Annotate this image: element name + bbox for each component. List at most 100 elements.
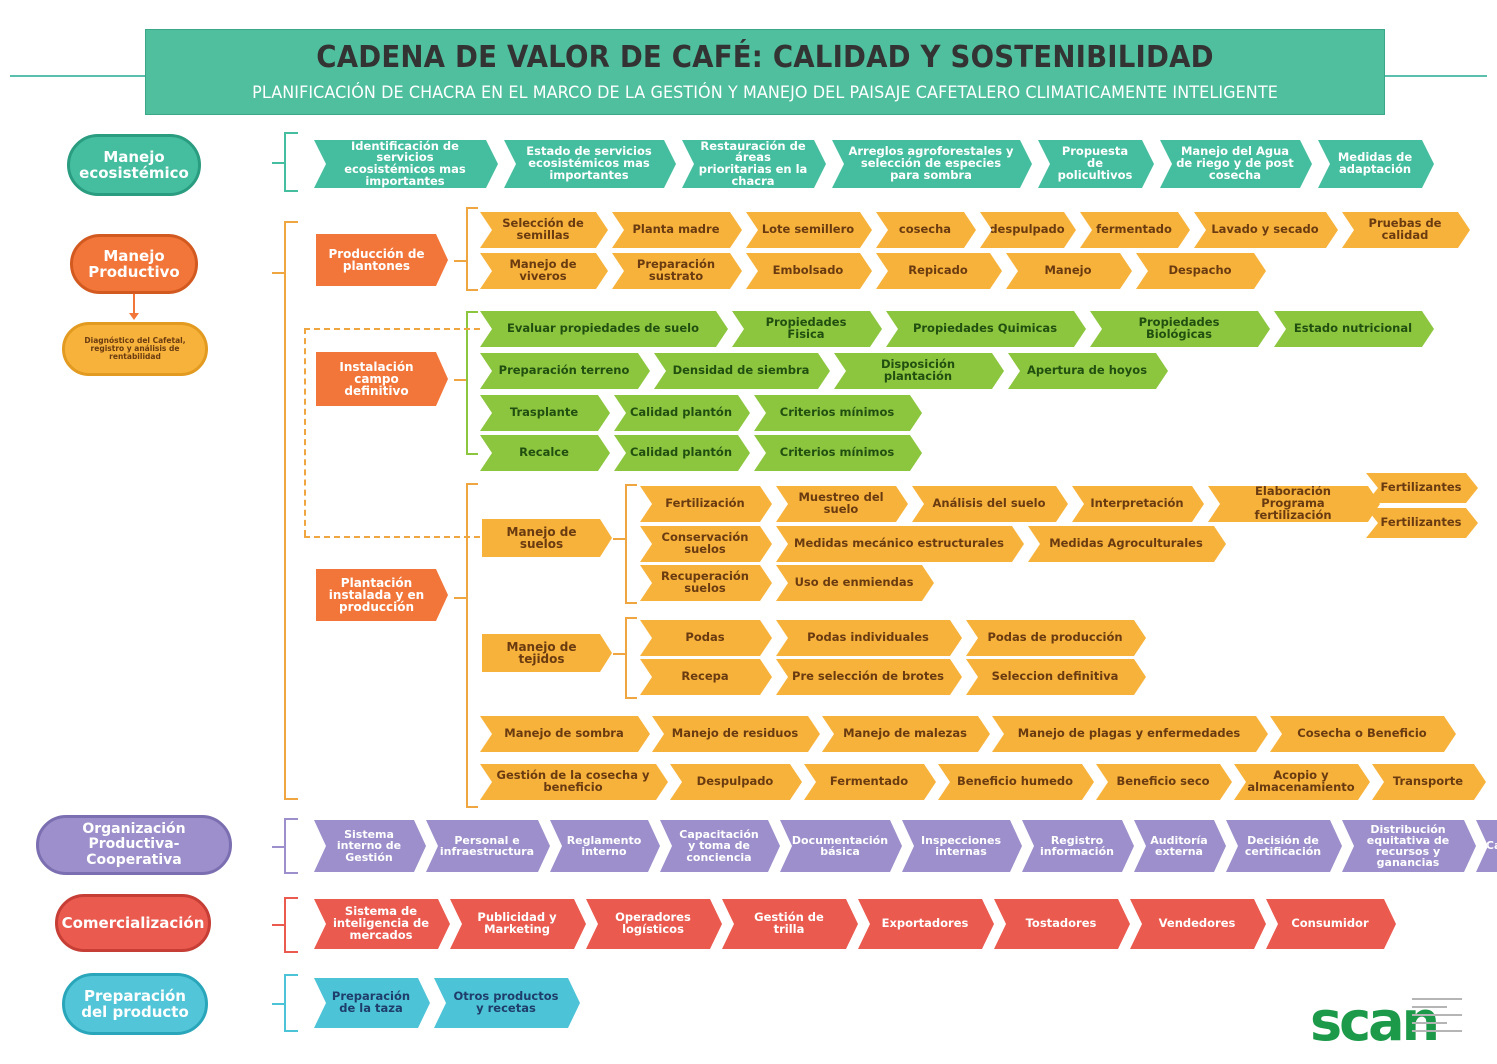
step-recepa: Recepa [640, 659, 772, 695]
step-exportadores: Exportadores [858, 899, 994, 949]
step-lote-semillero: Lote semillero [746, 212, 872, 248]
step-estado-de-servicios-ecosistemicos-mas-im: Estado de servicios ecosistémicos mas im… [504, 140, 676, 188]
step-podas-de-produccion: Podas de producción [966, 620, 1146, 656]
bracket-plantacion [466, 483, 478, 808]
step-recalce: Recalce [480, 435, 610, 471]
step-fertilizantes: Fertilizantes [1366, 473, 1478, 503]
step-repicado: Repicado [876, 253, 1002, 289]
category-organizacion-productiva: Organización Productiva-Cooperativa [36, 815, 232, 875]
link-suelos [613, 538, 625, 540]
step-manejo-de-suelos: Manejo de suelos [482, 519, 612, 557]
step-documentacion-basica: Documentación básica [780, 820, 902, 872]
arrow-productivo-diagnostico [133, 294, 135, 316]
step-lavado-y-secado: Lavado y secado [1194, 212, 1338, 248]
step-recuperacion-suelos: Recuperación suelos [640, 565, 772, 601]
step-produccion-de-plantones: Producción de plantones [316, 234, 448, 286]
step-beneficio-humedo: Beneficio humedo [938, 764, 1094, 800]
step-vendedores: Vendedores [1130, 899, 1266, 949]
step-manejo-de-residuos: Manejo de residuos [652, 716, 820, 752]
step-operadores-logisticos: Operadores logísticos [586, 899, 722, 949]
step-preparacion-sustrato: Preparación sustrato [612, 253, 742, 289]
step-criterios-minimos: Criterios mínimos [754, 395, 922, 431]
step-publicidad-y-marketing: Publicidad y Marketing [450, 899, 586, 949]
step-interpretacion: Interpretación [1072, 486, 1204, 522]
step-tostadores: Tostadores [994, 899, 1130, 949]
step-despulpado: despulpado [980, 212, 1076, 248]
step-cata: Cata [1476, 820, 1497, 872]
step-podas: Podas [640, 620, 772, 656]
bracket-tejidos [625, 617, 637, 699]
category-comercializacion: Comercialización [55, 894, 211, 952]
step-fermentado: Fermentado [804, 764, 936, 800]
step-analisis-del-suelo: Análisis del suelo [912, 486, 1068, 522]
step-acopio-y-almacenamiento: Acopio y almacenamiento [1234, 764, 1370, 800]
link-comercializacion [272, 924, 284, 926]
link-plantacion [454, 597, 466, 599]
step-identificacion-de-servicios-ecosistemico: Identificación de servicios ecosistémico… [314, 140, 498, 188]
step-propiedades-quimicas: Propiedades Quimicas [886, 311, 1086, 347]
step-despulpado: Despulpado [670, 764, 802, 800]
bracket-preparacion [284, 974, 298, 1032]
arrow-head-icon [129, 313, 139, 320]
link-ecosistemico [272, 162, 284, 164]
step-manejo-de-tejidos: Manejo de tejidos [482, 634, 612, 672]
category-manejo-ecosistemico: Manejo ecosistémico [67, 134, 201, 196]
step-embolsado: Embolsado [746, 253, 872, 289]
page-subtitle: PLANIFICACIÓN DE CHACRA EN EL MARCO DE L… [252, 83, 1278, 103]
scan-logo: scan [1310, 990, 1440, 1053]
dashed-link-top [304, 328, 480, 330]
category-diagnostico: Diagnóstico del Cafetal, registro y anál… [62, 322, 208, 376]
step-auditoria-externa: Auditoría externa [1134, 820, 1226, 872]
step-beneficio-seco: Beneficio seco [1096, 764, 1232, 800]
step-disposicion-plantacion: Disposición plantación [834, 353, 1004, 389]
step-fermentado: fermentado [1080, 212, 1190, 248]
step-inspecciones-internas: Inspecciones internas [902, 820, 1022, 872]
step-fertilizantes: Fertilizantes [1366, 508, 1478, 538]
step-sistema-de-inteligencia-de-mercados: Sistema de inteligencia de mercados [314, 899, 450, 949]
step-pre-seleccion-de-brotes: Pre selección de brotes [776, 659, 962, 695]
step-medidas-agroculturales: Medidas Agroculturales [1028, 526, 1226, 562]
step-gestion-de-la-cosecha-y-beneficio: Gestión de la cosecha y beneficio [480, 764, 668, 800]
step-arreglos-agroforestales-y-seleccion-de-e: Arreglos agroforestales y selección de e… [832, 140, 1032, 188]
step-conservacion-suelos: Conservación suelos [640, 526, 772, 562]
dashed-link-bottom [304, 536, 480, 538]
step-cosecha-o-beneficio: Cosecha o Beneficio [1270, 716, 1456, 752]
step-reglamento-interno: Reglamento interno [550, 820, 660, 872]
header-rule-right [1383, 75, 1487, 77]
step-propiedades-fisica: Propiedades Fisica [732, 311, 882, 347]
category-manejo-productivo: Manejo Productivo [70, 234, 198, 294]
step-preparacion-terreno: Preparación terreno [480, 353, 650, 389]
step-elaboracion-programa-fertilizacion: Elaboración Programa fertilización [1208, 486, 1380, 522]
scan-logo-tagline [1412, 998, 1462, 1038]
step-trasplante: Trasplante [480, 395, 610, 431]
step-seleccion-de-semillas: Selección de semillas [480, 212, 608, 248]
bracket-instalacion [466, 311, 478, 455]
step-registro-informacion: Registro información [1022, 820, 1134, 872]
step-consumidor: Consumidor [1266, 899, 1396, 949]
step-propuesta-de-policultivos: Propuesta de policultivos [1038, 140, 1154, 188]
step-uso-de-enmiendas: Uso de enmiendas [776, 565, 934, 601]
step-fertilizacion: Fertilización [640, 486, 772, 522]
link-tejidos [613, 653, 625, 655]
step-instalacion-campo-definitivo: Instalación campo definitivo [316, 352, 448, 406]
step-calidad-planton: Calidad plantón [614, 395, 750, 431]
step-otros-productos-y-recetas: Otros productos y recetas [434, 978, 580, 1028]
step-sistema-interno-de-gestion: Sistema interno de Gestión [314, 820, 426, 872]
link-instalacion [454, 379, 466, 381]
link-plantones [454, 260, 466, 262]
step-podas-individuales: Podas individuales [776, 620, 962, 656]
category-preparacion-producto: Preparación del producto [62, 973, 208, 1035]
step-manejo-del-agua-de-riego-y-de-post-cosec: Manejo del Agua de riego y de post cosec… [1160, 140, 1312, 188]
step-evaluar-propiedades-de-suelo: Evaluar propiedades de suelo [480, 311, 728, 347]
step-decision-de-certificacion: Decisión de certificación [1226, 820, 1342, 872]
step-propiedades-biologicas: Propiedades Biológicas [1090, 311, 1270, 347]
step-calidad-planton: Calidad plantón [614, 435, 750, 471]
page-title: CADENA DE VALOR DE CAFÉ: CALIDAD Y SOSTE… [316, 40, 1214, 75]
step-medidas-mecanico-estructurales: Medidas mecánico estructurales [776, 526, 1024, 562]
step-personal-e-infraestructura: Personal e infraestructura [426, 820, 550, 872]
link-organizacion [272, 846, 284, 848]
step-manejo-de-sombra: Manejo de sombra [480, 716, 650, 752]
step-gestion-de-trilla: Gestión de trilla [722, 899, 858, 949]
bracket-productivo [284, 221, 298, 800]
